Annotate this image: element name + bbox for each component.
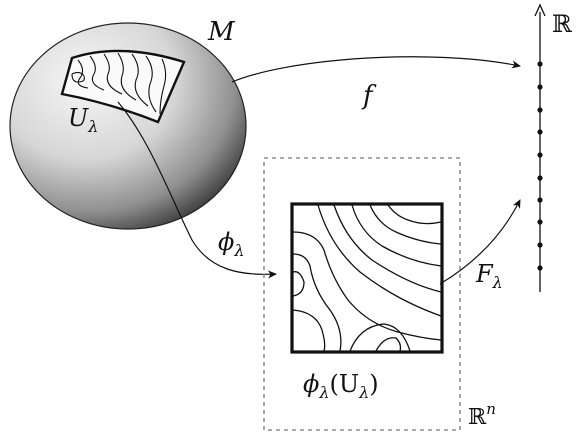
- real-line-point: [537, 219, 543, 225]
- real-line-point: [537, 84, 543, 90]
- real-line-point: [537, 197, 543, 203]
- real-line-point: [537, 175, 543, 181]
- arrow-f: [231, 56, 521, 83]
- arrow-phi: [117, 101, 277, 279]
- real-line-point: [537, 129, 543, 135]
- label-chart-image: ϕλ(Uλ): [303, 370, 379, 402]
- label-function: f: [361, 81, 377, 111]
- real-line-point: [537, 242, 543, 248]
- label-local-function: Fλ: [475, 260, 503, 292]
- euclidean-space-box: [263, 157, 461, 431]
- real-line-point: [537, 265, 543, 271]
- arrow-F: [439, 199, 521, 285]
- chart-image-square: [290, 202, 444, 354]
- label-chart-map: ϕλ: [218, 228, 245, 260]
- label-chart-domain: Uλ: [68, 104, 98, 136]
- real-line-point: [537, 107, 543, 113]
- label-euclidean-space: ℝn: [468, 400, 496, 430]
- chart-domain-patch: [60, 49, 186, 124]
- real-line-point: [537, 61, 543, 67]
- real-line: [534, 3, 546, 292]
- label-real-line: ℝ: [552, 10, 573, 38]
- label-manifold: M: [207, 17, 236, 47]
- real-line-point: [537, 152, 543, 158]
